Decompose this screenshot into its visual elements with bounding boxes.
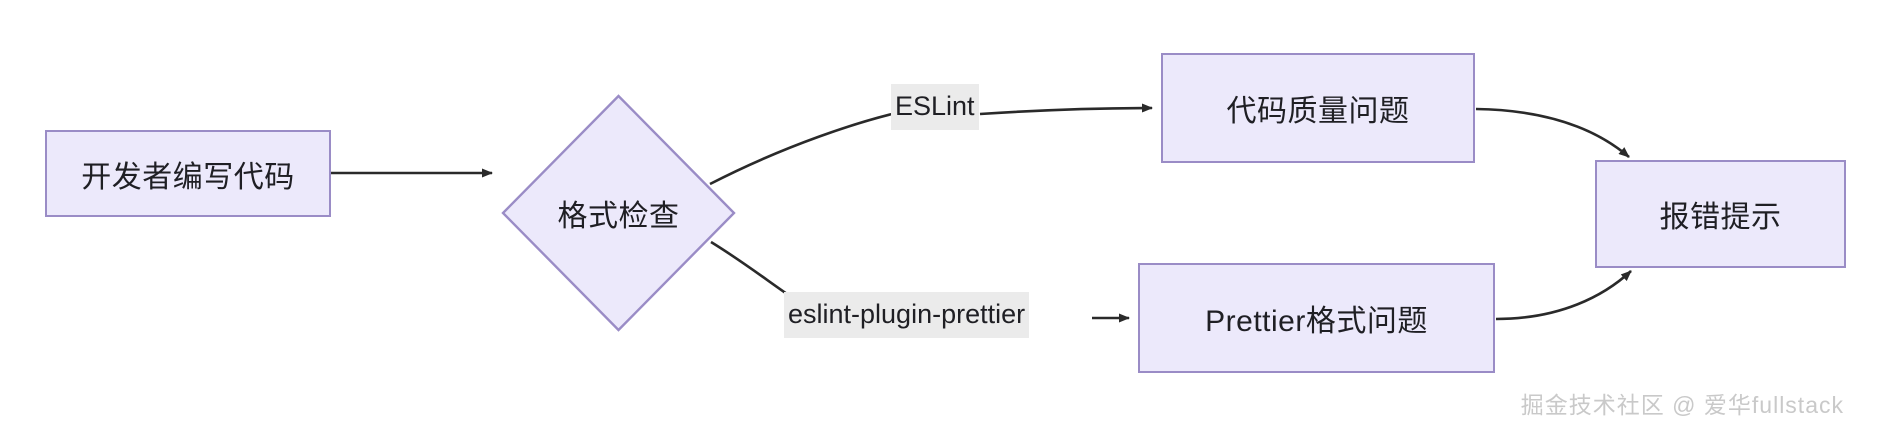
- node-code-quality[interactable]: 代码质量问题: [1161, 53, 1475, 163]
- edge-check-to-pretty: [710, 240, 791, 298]
- edge-check-to-quality-tail: [979, 103, 1153, 116]
- node-error-prompt-label: 报错提示: [1659, 201, 1782, 234]
- diamond-shape-icon: [501, 94, 736, 332]
- node-code-quality-label: 代码质量问题: [1226, 95, 1410, 128]
- node-format-check-label: 格式检查: [557, 200, 680, 233]
- edge-label-eslint-plugin-prettier: eslint-plugin-prettier: [784, 292, 1030, 338]
- node-prettier-format-label: Prettier格式问题: [1205, 305, 1428, 338]
- edge-pretty-to-error: [1495, 270, 1632, 321]
- edge-label-eslint: ESLint: [891, 84, 979, 130]
- node-start-label: 开发者编写代码: [81, 160, 295, 194]
- node-prettier-format[interactable]: Prettier格式问题: [1138, 263, 1495, 373]
- edge-check-to-quality: [709, 112, 893, 186]
- edge-quality-to-error: [1475, 107, 1630, 158]
- node-start[interactable]: 开发者编写代码: [45, 130, 331, 217]
- node-format-check[interactable]: 格式检查: [501, 94, 736, 332]
- watermark: 掘金技术社区 @ 爱华fullstack: [1520, 392, 1844, 418]
- node-error-prompt[interactable]: 报错提示: [1595, 160, 1846, 268]
